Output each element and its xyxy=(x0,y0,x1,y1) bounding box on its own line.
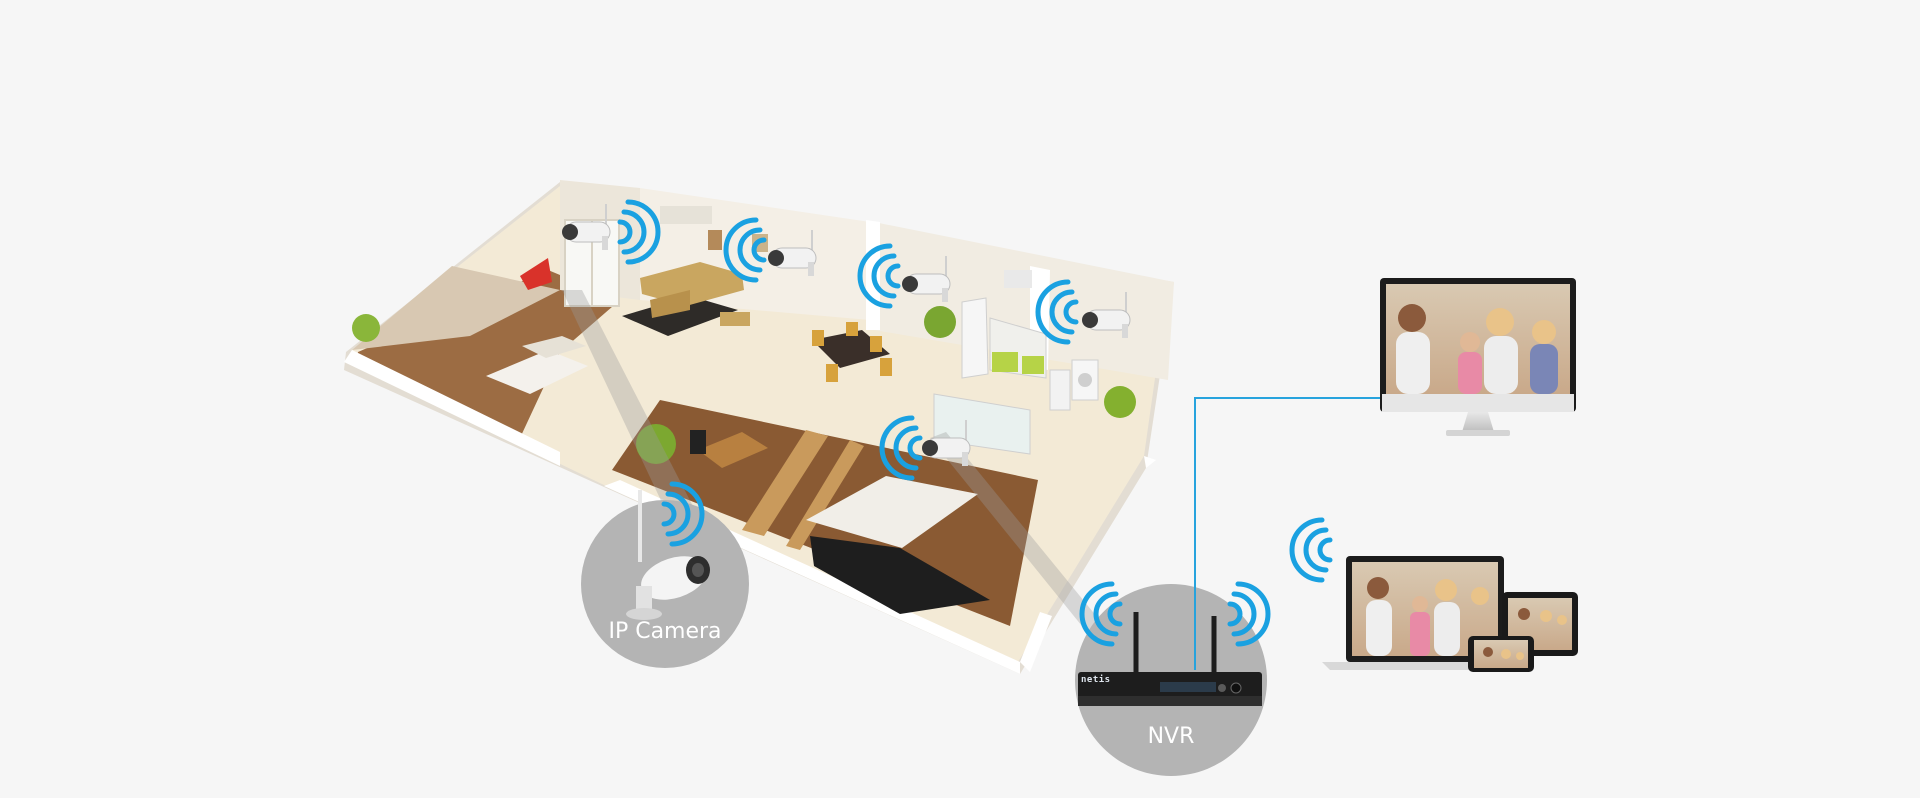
nvr-node xyxy=(1075,584,1268,776)
wifi-signal-icon xyxy=(1292,520,1330,580)
nvr-brand-logo: netis xyxy=(1081,675,1111,685)
smartphone-icon xyxy=(1468,636,1534,672)
nvr-monitor-link xyxy=(1194,397,1382,670)
house-floor-plan xyxy=(344,180,1174,674)
cctv-camera-icon xyxy=(626,556,710,620)
ip-camera-label: IP Camera xyxy=(608,619,722,644)
plant-decoration xyxy=(352,306,1136,464)
nvr-label: NVR xyxy=(1147,724,1195,749)
monitor-icon xyxy=(1380,278,1576,436)
nvr-recorder-icon xyxy=(1078,672,1262,706)
ip-camera-node xyxy=(581,484,749,668)
